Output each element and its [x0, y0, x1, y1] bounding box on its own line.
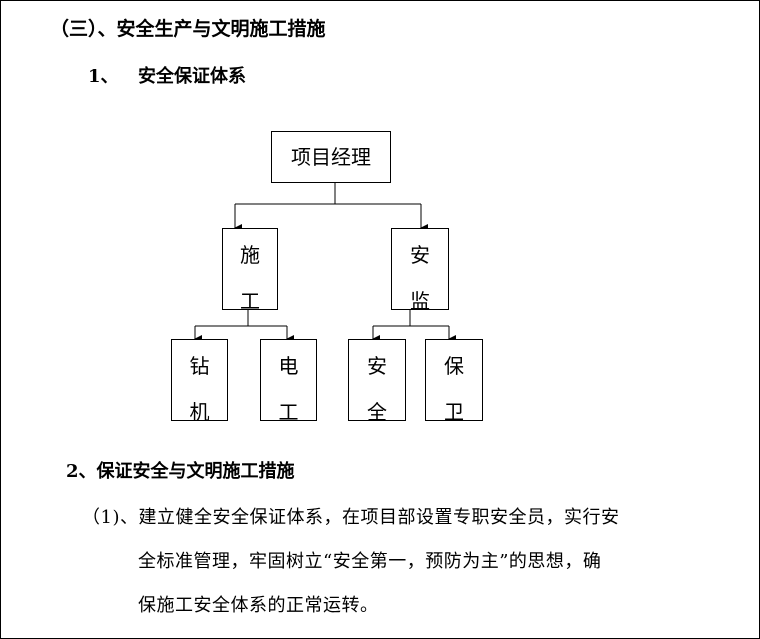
section-heading: （三）、安全生产与文明施工措施: [50, 18, 326, 40]
org-node-char: 工: [278, 400, 299, 421]
subsection-2-heading: 2、保证安全与文明施工措施: [66, 461, 295, 482]
org-node-construction: 施 工: [222, 228, 278, 310]
org-node-char: 监: [410, 289, 430, 310]
paragraph-line-1: （1)、建立健全安全保证体系，在项目部设置专职安全员，实行安: [82, 507, 620, 528]
org-node-char: 全: [367, 400, 387, 421]
paragraph-line-3: 保施工安全体系的正常运转。: [138, 595, 379, 616]
org-node-electrical: 电 工: [260, 339, 317, 421]
org-node-char: 保: [444, 354, 464, 378]
org-node-drilling: 钻 机: [171, 339, 228, 421]
paragraph-line-2: 全标准管理，牢固树立“安全第一，预防为主”的思想，确: [138, 551, 602, 572]
subsection-number: 1、: [88, 66, 119, 87]
org-node-label: 项目经理: [291, 145, 371, 169]
org-node-char: 机: [189, 400, 210, 421]
org-node-guard: 保 卫: [425, 339, 483, 421]
subsection-heading: 1、安全保证体系: [88, 62, 246, 88]
org-node-project-manager: 项目经理: [271, 131, 391, 183]
org-node-char: 电: [278, 354, 299, 378]
org-node-char: 工: [240, 289, 260, 310]
subsection-title: 安全保证体系: [138, 66, 246, 87]
org-node-safety-supervision: 安 监: [391, 228, 449, 310]
org-node-char: 钻: [189, 354, 210, 378]
org-node-char: 安: [367, 354, 387, 378]
org-node-char: 卫: [444, 400, 464, 421]
org-node-char: 安: [410, 243, 430, 267]
org-node-safety: 安 全: [348, 339, 406, 421]
org-node-char: 施: [240, 243, 260, 267]
